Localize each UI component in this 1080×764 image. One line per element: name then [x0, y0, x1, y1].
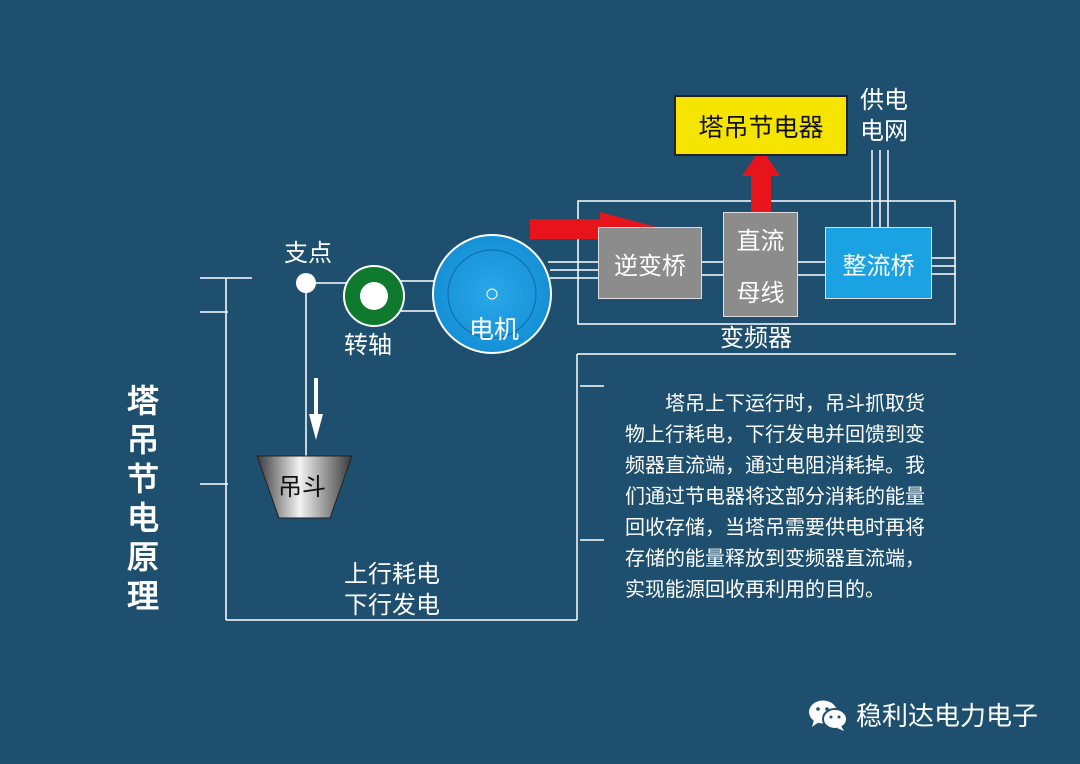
description-paragraph: 塔吊上下运行时，吊斗抓取货物上行耗电，下行发电并回馈到变频器直流端，通过电阻消耗… — [625, 391, 925, 601]
grid-supply-lines — [871, 150, 889, 227]
title-char: 节 — [126, 460, 159, 498]
dc-bus-box: 直流 母线 — [723, 212, 798, 317]
bucket-label: 吊斗 — [278, 473, 326, 501]
converter-label: 变频器 — [720, 324, 792, 352]
title-char: 吊 — [126, 421, 159, 459]
dc-bus-label-top: 直流 — [736, 227, 785, 255]
saver-box: 塔吊节电器 — [674, 95, 848, 156]
title-char: 塔 — [126, 382, 159, 420]
saver-label: 塔吊节电器 — [698, 112, 824, 142]
inverter-bridge-label: 逆变桥 — [614, 251, 686, 280]
rectifier-bridge-box: 整流桥 — [825, 227, 932, 299]
up-consume-label: 上行耗电 — [344, 560, 440, 588]
wechat-icon — [809, 700, 848, 731]
title-char: 理 — [126, 577, 159, 615]
inverter-to-dcbus-lines — [702, 261, 723, 276]
title-char: 原 — [126, 538, 159, 576]
motor-icon — [432, 234, 552, 354]
pivot-point — [296, 273, 316, 293]
dc-bus-label-bottom: 母线 — [736, 279, 785, 307]
shaft-icon — [343, 265, 405, 327]
motor-label: 电机 — [469, 315, 520, 344]
down-arrow — [309, 378, 323, 440]
motor-to-inverter-lines — [548, 261, 598, 279]
down-generate-label: 下行发电 — [344, 591, 440, 619]
inverter-bridge-box: 逆变桥 — [598, 227, 702, 299]
dcbus-to-rectifier-lines — [798, 261, 825, 276]
belt-lines — [400, 280, 436, 312]
grid-label-line2: 电网 — [860, 117, 908, 145]
brand-name: 稳利达电力电子 — [856, 702, 1039, 732]
vertical-title: 塔 吊 节 电 原 理 — [118, 382, 168, 616]
shaft-label: 转轴 — [344, 331, 392, 359]
grid-label-line1: 供电 — [860, 86, 908, 114]
bucket-shape — [256, 455, 353, 519]
pivot-label: 支点 — [284, 239, 332, 267]
rectifier-bridge-label: 整流桥 — [842, 251, 915, 280]
energy-flow-up-arrow — [742, 148, 780, 212]
rectifier-output-lines — [932, 257, 956, 275]
brand-watermark: 稳利达电力电子 — [808, 696, 1038, 733]
title-char: 电 — [126, 499, 159, 537]
left-frame — [200, 277, 956, 621]
